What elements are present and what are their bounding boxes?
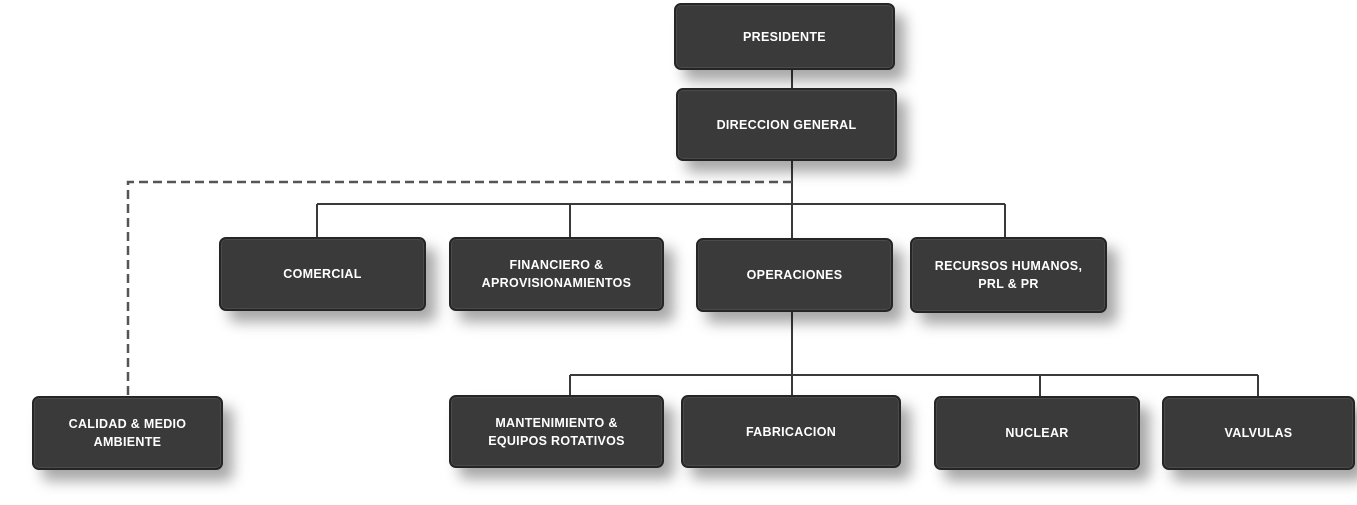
node-financiero-label: FINANCIERO & APROVISIONAMIENTOS [481,258,632,290]
node-calidad: CALIDAD & MEDIO AMBIENTE [32,396,223,470]
node-comercial-label: COMERCIAL [283,267,362,281]
node-recursos-humanos-label: RECURSOS HUMANOS, PRL & PR [934,259,1083,291]
node-valvulas-label: VALVULAS [1224,426,1293,440]
node-fabricacion-label: FABRICACION [745,424,837,439]
node-direccion-general: DIRECCION GENERAL [676,88,897,161]
node-nuclear: NUCLEAR [934,396,1140,470]
connector-dashed-calidad [126,180,792,396]
node-comercial: COMERCIAL [219,237,426,311]
node-mantenimiento-label: MANTENIMIENTO & EQUIPOS ROTATIVOS [488,415,625,448]
node-mantenimiento: MANTENIMIENTO & EQUIPOS ROTATIVOS [449,395,664,468]
node-nuclear-label: NUCLEAR [1005,426,1069,440]
node-fabricacion: FABRICACION [681,395,901,468]
node-valvulas: VALVULAS [1162,396,1355,470]
node-presidente-label: PRESIDENTE [743,29,826,44]
node-presidente: PRESIDENTE [674,3,895,70]
node-operaciones-label: OPERACIONES [746,268,843,282]
node-operaciones: OPERACIONES [696,238,893,312]
node-recursos-humanos: RECURSOS HUMANOS, PRL & PR [910,237,1107,313]
node-direccion-general-label: DIRECCION GENERAL [716,117,857,132]
node-financiero: FINANCIERO & APROVISIONAMIENTOS [449,237,664,311]
node-calidad-label: CALIDAD & MEDIO AMBIENTE [68,417,187,449]
